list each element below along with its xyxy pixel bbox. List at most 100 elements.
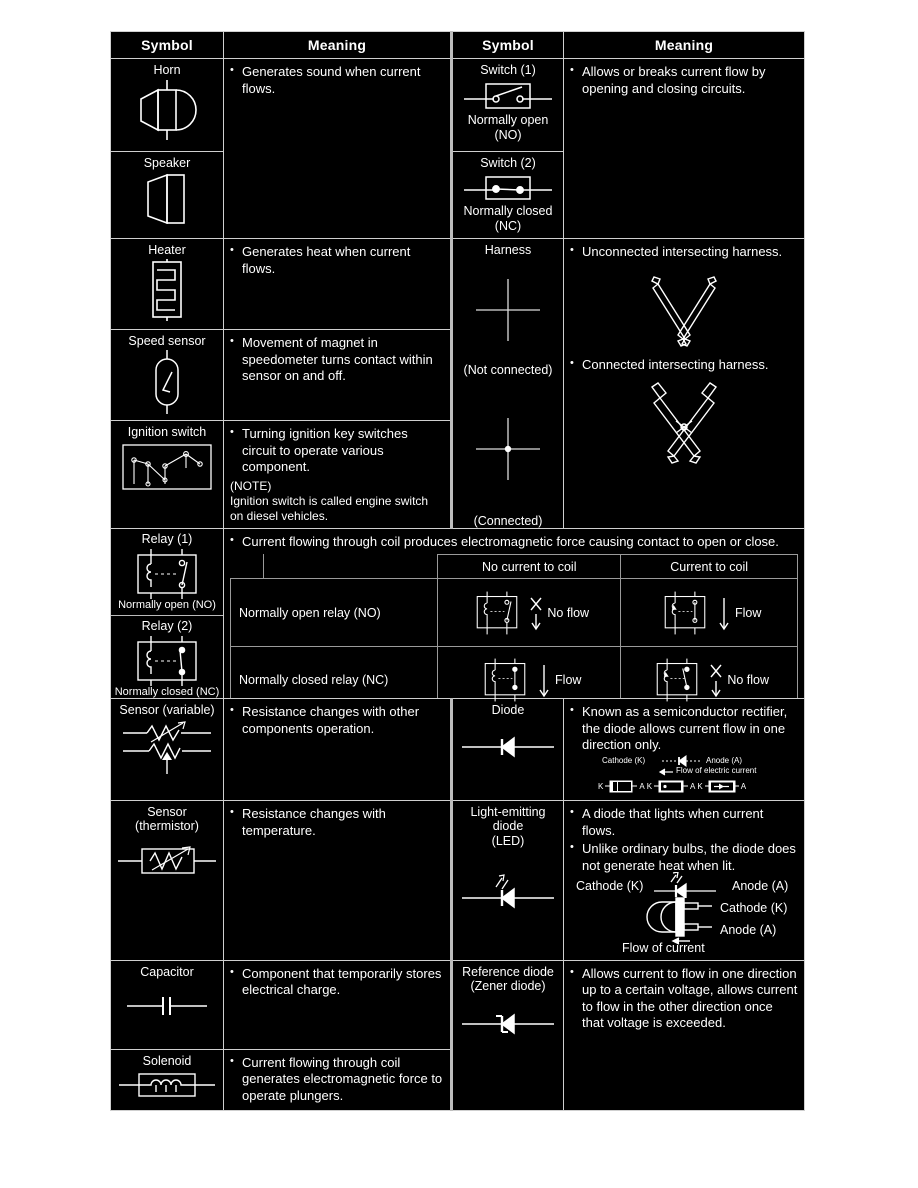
table-row: Sensor (thermistor) [110, 800, 805, 961]
meaning-cell-speed-sensor: Movement of magnet in speedometer turns … [223, 329, 452, 422]
diode-package-2-icon [654, 780, 689, 793]
symbol-cell-horn: Horn [110, 58, 224, 152]
relay-grid-cell-no-nocurrent: No flow [437, 578, 622, 647]
relay-grid-corner-2 [263, 554, 439, 580]
unconnected-harness-illustration [651, 275, 717, 347]
harness-not-connected-symbol [476, 279, 540, 342]
symbol-label-speed-sensor: Speed sensor [128, 334, 206, 349]
relay-flow-text: No flow [547, 605, 590, 620]
solenoid-symbol [119, 1073, 215, 1097]
led-detail-symbol [654, 871, 716, 898]
relay-grid-col-current: Current to coil [620, 553, 798, 580]
harness-connected-symbol [476, 417, 540, 480]
symbol-cell-relay: Relay (1) [110, 528, 224, 700]
symbol-cell-speaker: Speaker [110, 151, 224, 239]
meaning-text: Current flowing through coil generates e… [230, 1054, 444, 1105]
connected-harness-illustration [651, 382, 717, 465]
diode-symbol [462, 736, 554, 758]
meaning-cell-led: A diode that lights when current flows. … [563, 800, 805, 961]
capacitor-symbol [127, 996, 207, 1015]
symbol-cell-zener: Reference diode (Zener diode) [450, 959, 564, 1112]
diode-package-3-icon [704, 780, 739, 793]
table-row: Sensor (variable) [110, 698, 805, 802]
heater-symbol [152, 259, 182, 322]
meaning-cell-heater: Generates heat when current flows. [223, 237, 452, 331]
meaning-text: Allows current to flow in one direction … [570, 965, 798, 1033]
meaning-cell-solenoid: Current flowing through coil generates e… [223, 1048, 452, 1112]
symbol-label-speaker: Speaker [143, 156, 191, 170]
table-header-row: Symbol Meaning Symbol Meaning [110, 31, 805, 59]
symbol-label-thermistor: Sensor [147, 805, 187, 820]
meaning-cell-relay: Current flowing through coil produces el… [223, 528, 805, 714]
meaning-text: Movement of magnet in speedometer turns … [230, 334, 444, 385]
symbol-cell-switch2: Switch (2) Normally closed (NC) [450, 151, 564, 239]
symbol-cell-heater: Heater [110, 237, 224, 331]
table-row: Speaker Switch (2) [110, 151, 805, 239]
table-row: Solenoid [110, 1048, 805, 1112]
symbol-label-thermistor-2: (thermistor) [135, 819, 199, 834]
relay-grid-corner [230, 554, 264, 580]
meaning-cell-thermistor: Resistance changes with temperature. [223, 800, 452, 961]
symbol-sublabel-relay2: Normally closed (NC) [114, 685, 220, 698]
led-package-icon [646, 896, 712, 945]
relay-flow-text: No flow [727, 672, 769, 687]
led-detail-anode2-label: Anode (A) [720, 922, 777, 937]
header-symbol-left: Symbol [110, 31, 224, 59]
symbol-label-led: Light-emitting [470, 805, 546, 820]
relay-state-grid: No current to coil Current to coil Norma… [229, 553, 798, 714]
symbol-cell-ignition-switch: Ignition switch [110, 420, 224, 530]
diode-pkg3-a: A [740, 781, 747, 791]
relay-grid-header-row: No current to coil Current to coil [230, 553, 798, 580]
meaning-text: Resistance changes with other components… [230, 703, 444, 737]
meaning-text: Unlike ordinary bulbs, the diode does no… [570, 840, 798, 874]
header-meaning-left: Meaning [223, 31, 452, 59]
symbol-cell-capacitor: Capacitor [110, 959, 224, 1050]
meaning-text: Generates heat when current flows. [230, 243, 444, 277]
meaning-text: Resistance changes with temperature. [230, 805, 444, 839]
symbol-label-zener-2: (Zener diode) [470, 978, 546, 993]
variable-sensor-symbol [123, 720, 211, 774]
symbol-label-switch2: Switch (2) [480, 156, 536, 170]
table-row: Heater Generates heat when current flows… [110, 237, 805, 530]
symbol-sublabel-switch2-b: (NC) [494, 218, 522, 233]
diode-pkg1-k: K [598, 781, 604, 791]
symbol-caption-not-connected: (Not connected) [463, 363, 553, 378]
meaning-text: A diode that lights when current flows. [570, 805, 798, 839]
led-symbol [462, 874, 554, 909]
led-detail-cathode-label: Cathode (K) [576, 878, 644, 893]
diode-pkg2-a: A [690, 781, 696, 791]
led-detail-cathode2-label: Cathode (K) [720, 900, 788, 915]
relay-flow-text: Flow [555, 672, 582, 687]
ignition-switch-symbol [122, 443, 212, 490]
relay-no-open-state-symbol [477, 591, 518, 634]
relay-flow-text: Flow [734, 605, 762, 620]
symbol-cell-diode: Diode [450, 698, 564, 802]
meaning-cell-ignition-switch: Turning ignition key switches circuit to… [223, 420, 452, 530]
no-flow-arrow-icon [710, 664, 722, 697]
meaning-cell-variable-sensor: Resistance changes with other components… [223, 698, 452, 802]
diode-pkg3-k: K [697, 781, 703, 791]
relay-nc-closed-state-symbol [484, 658, 526, 702]
diode-detail-cathode-label: Cathode (K) [602, 756, 646, 766]
diode-pkg2-k: K [646, 781, 653, 791]
symbol-sublabel-switch1-b: (NO) [494, 127, 522, 142]
diode-detail-symbol [662, 755, 702, 768]
note-text: Ignition switch is called engine switch … [230, 494, 429, 524]
symbol-cell-thermistor: Sensor (thermistor) [110, 800, 224, 961]
table-row: Ignition switch [110, 420, 805, 530]
no-flow-arrow-icon [530, 597, 542, 630]
symbol-cell-switch1: Switch (1) Normally open (NO) [450, 58, 564, 152]
table-row-relay: Relay (1) [110, 528, 805, 714]
meaning-cell-zener: Allows current to flow in one direction … [563, 959, 805, 1112]
horn-symbol [140, 80, 197, 141]
symbol-label-relay1: Relay (1) [141, 532, 193, 547]
symbol-sublabel-switch1-a: Normally open [467, 113, 549, 128]
flow-arrow-icon [539, 664, 549, 697]
switch-no-symbol [464, 83, 552, 110]
symbol-label-solenoid: Solenoid [142, 1053, 192, 1068]
meaning-cell-switch: Allows or breaks current flow by opening… [563, 58, 805, 239]
header-meaning-right: Meaning [563, 31, 805, 59]
symbol-label-led-3: (LED) [491, 833, 525, 848]
flow-arrow-icon [719, 597, 729, 630]
relay-grid-row-label-no: Normally open relay (NO) [229, 578, 439, 647]
